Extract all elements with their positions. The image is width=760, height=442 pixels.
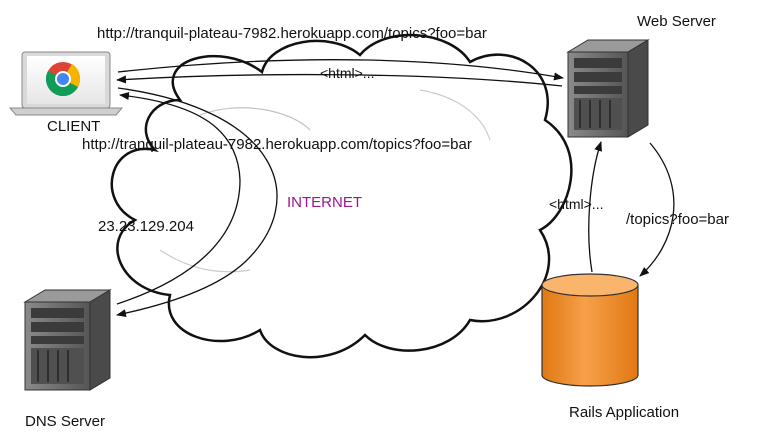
arrow-rails-to-webserver [588,141,602,273]
arrow-webserver-to-client [116,73,563,87]
web-server-icon [566,39,650,138]
arrow-webserver-to-rails [639,142,675,277]
client-laptop-icon [8,51,124,116]
internet-label: INTERNET [287,194,362,211]
dns-server-label: DNS Server [25,413,106,430]
arrow-client-to-dns [116,87,278,318]
rails-app-database-icon [541,273,639,387]
client-label: CLIENT [47,118,101,135]
rails-route-label: /topics?foo=bar [626,211,729,228]
request-url-dns-label: http://tranquil-plateau-7982.herokuapp.c… [82,136,472,153]
arrow-dns-to-client [116,92,241,305]
response-html-top-label: <html>... [320,65,375,81]
request-url-top-label: http://tranquil-plateau-7982.herokuapp.c… [97,25,487,42]
arrow-client-to-webserver [117,59,564,81]
web-server-label: Web Server [637,13,716,30]
connection-arrows [116,59,675,318]
rails-application-label: Rails Application [569,404,680,421]
dns-server-icon [23,289,112,391]
ip-address-label: 23.23.129.204 [98,218,194,235]
response-html-rails-label: <html>... [549,196,604,212]
chrome-logo-icon [45,62,81,97]
